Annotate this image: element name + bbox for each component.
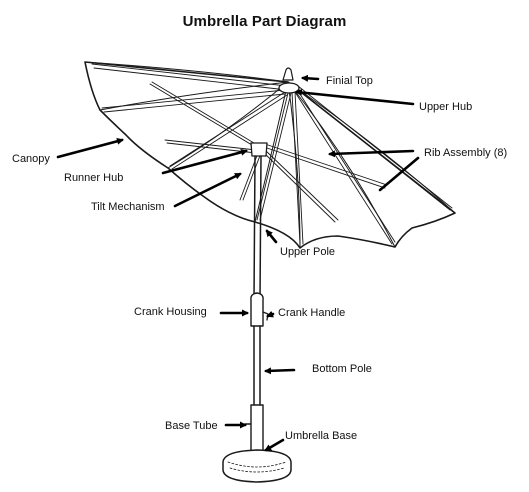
leader-upper-hub [295,89,415,106]
rib [295,85,453,211]
leader-finial-top [301,74,320,82]
canopy-seam [287,81,456,214]
bottom-pole [253,325,261,406]
rib [294,90,396,245]
rib [101,89,286,113]
leader-runner-hub [161,148,248,175]
canopy-seam [84,61,289,83]
rib [256,92,292,221]
stretcher [239,152,262,201]
label-upper-pole: Upper Pole [280,246,336,258]
label-crank-handle: Crank Handle [278,307,346,319]
label-canopy: Canopy [12,153,50,165]
leader-bottom-pole [264,367,296,375]
label-base-tube: Base Tube [165,420,218,432]
label-upper-hub: Upper Hub [419,101,473,113]
canopy-seam [167,81,289,169]
leader-umbrella-base [264,438,285,452]
label-umbrella-base: Umbrella Base [285,430,358,442]
diagram-title: Umbrella Part Diagram [182,13,347,30]
upper-pole [253,155,262,301]
leader-upper-pole [265,229,278,244]
rib [91,63,288,91]
leader-rib-assembly-2 [378,156,420,192]
label-tilt-mechanism: Tilt Mechanism [91,201,165,213]
runner-hub [250,142,268,157]
canopy-seam [287,81,301,249]
label-crank-housing: Crank Housing [134,306,207,318]
stretcher [149,81,260,149]
label-runner-hub: Runner Hub [64,172,124,184]
label-finial-top: Finial Top [326,75,373,87]
stretcher [263,143,388,189]
stretcher [262,149,339,223]
leader-canopy [56,137,124,159]
umbrella-base-texture [227,461,287,473]
crank-housing [250,292,264,327]
label-bottom-pole: Bottom Pole [312,363,372,375]
upper-hub [278,82,300,94]
rib [291,91,304,245]
canopy-seam [287,81,396,248]
leader-rib-assembly [328,149,415,158]
umbrella-base [222,449,292,483]
finial-top [282,67,294,81]
label-rib-assembly: Rib Assembly (8) [424,147,508,159]
leader-crank-handle [266,310,275,318]
base-tube [250,404,264,456]
leader-tilt-mechanism [173,172,242,208]
